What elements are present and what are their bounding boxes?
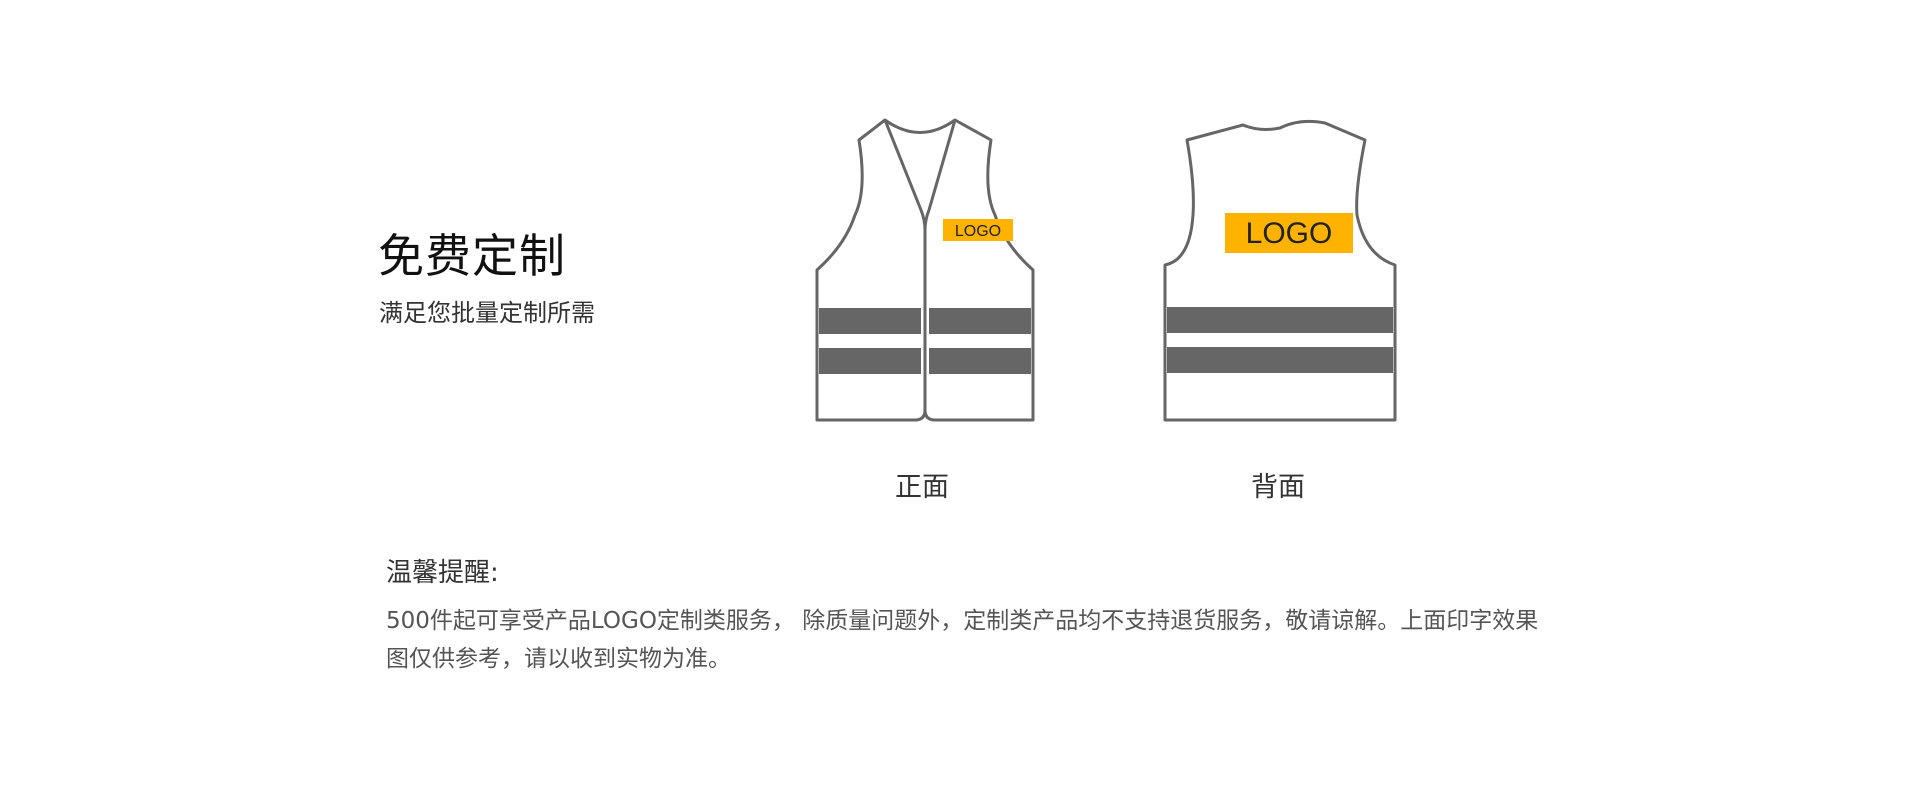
vest-front-stripe-right-bottom	[929, 348, 1031, 374]
page-title: 免费定制	[378, 229, 566, 283]
vest-front-caption: 正面	[895, 472, 949, 503]
vest-front-logo-patch	[943, 219, 1013, 241]
vest-back-logo-patch	[1225, 213, 1353, 253]
vest-front-stripe-left-top	[819, 308, 921, 334]
vest-back-stripe-bottom	[1167, 347, 1393, 373]
vest-back-illustration: LOGO	[1163, 119, 1397, 422]
vest-front-illustration: LOGO	[815, 118, 1035, 422]
vest-front-stripe-right-top	[929, 308, 1031, 334]
vest-front-stripe-left-bottom	[819, 348, 921, 374]
page-subtitle: 满足您批量定制所需	[379, 299, 595, 327]
vest-back-logo-text: LOGO	[1246, 217, 1333, 250]
vest-front-logo-text: LOGO	[955, 223, 1001, 240]
vest-front-neckline	[883, 119, 957, 410]
notice-body: 500件起可享受产品LOGO定制类服务， 除质量问题外，定制类产品均不支持退货服…	[386, 608, 1539, 672]
vest-back-stripe-top	[1167, 307, 1393, 333]
notice-heading: 温馨提醒:	[386, 558, 499, 588]
vest-back-caption: 背面	[1251, 472, 1305, 503]
vest-back-outline	[1163, 119, 1397, 422]
